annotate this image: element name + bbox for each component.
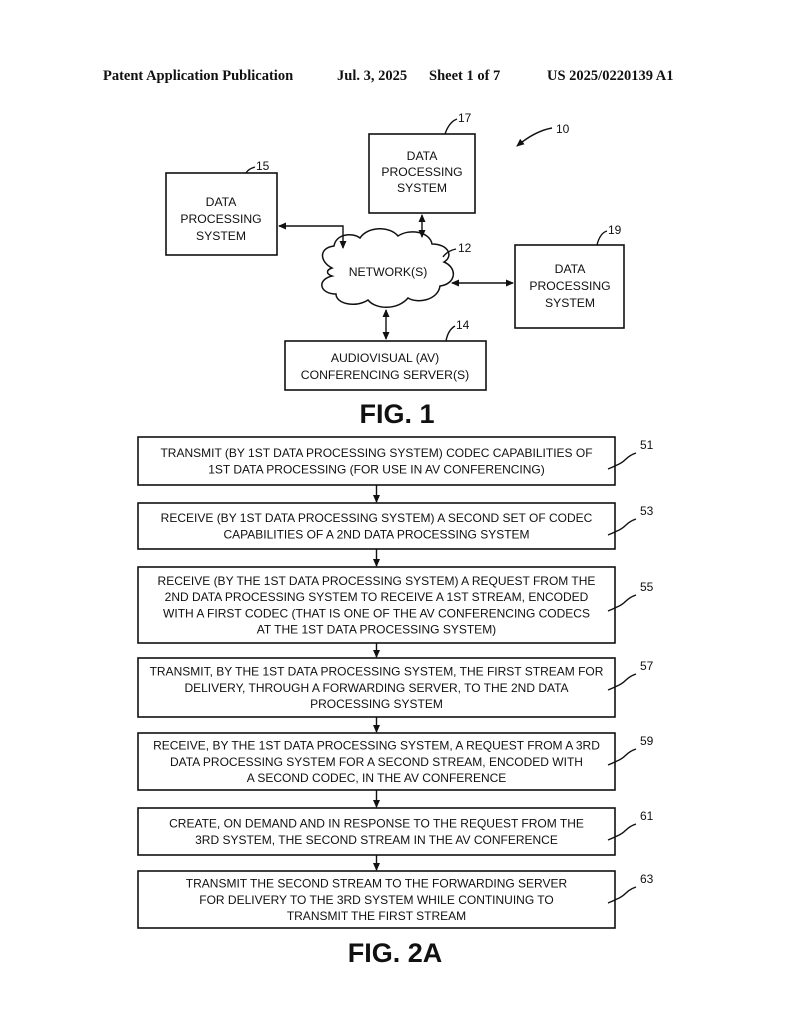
dps-19-line-3: SYSTEM [545,296,595,310]
flow-step-55 [137,566,616,644]
dps-15-line-3: SYSTEM [196,229,246,243]
fig2a-caption: FIG. 2A [348,938,443,968]
ref-17-leader [444,118,458,135]
flow-ref-57: 57 [640,659,654,673]
flow-step-51 [137,436,616,486]
ref-14: 14 [456,318,470,332]
flow-ref-57-leader [607,673,637,691]
ref-15-leader [245,166,256,174]
server-line-1: AUDIOVISUAL (AV) [331,351,439,365]
network-cloud [321,228,454,308]
flow-step-61 [137,807,616,856]
flow-step-57-line: DELIVERY, THROUGH A FORWARDING SERVER, T… [184,681,568,695]
dps-17-line-3: SYSTEM [397,181,447,195]
dps-17-line-2: PROCESSING [381,165,462,179]
dps-19-line-1: DATA [555,262,587,276]
flow-ref-53: 53 [640,504,654,518]
link-dps15-network [278,222,347,249]
flow-ref-55: 55 [640,580,654,594]
flow-ref-63-leader [607,886,637,904]
ref-12-leader [442,248,457,258]
flow-ref-53-leader [607,518,637,536]
flow-step-55-line: 2ND DATA PROCESSING SYSTEM TO RECEIVE A … [165,590,589,604]
ref-14-leader [445,325,456,342]
server-line-2: CONFERENCING SERVER(S) [301,368,469,382]
flow-step-55-line: AT THE 1ST DATA PROCESSING SYSTEM) [257,623,496,637]
ref-17: 17 [458,111,472,125]
flow-ref-51-leader [607,452,637,470]
flow-step-61-line: CREATE, ON DEMAND AND IN RESPONSE TO THE… [169,817,584,831]
sheet-number: Sheet 1 of 7 [429,68,501,84]
flow-ref-61-leader [607,823,637,841]
flow-step-59-line: A SECOND CODEC, IN THE AV CONFERENCE [247,771,507,785]
publication-date: Jul. 3, 2025 [337,68,408,84]
dps-15-line-2: PROCESSING [180,212,261,226]
dps-19-line-2: PROCESSING [529,279,610,293]
flow-step-53-line: CAPABILITIES OF A 2ND DATA PROCESSING SY… [223,527,529,541]
fig1-diagram: 10 DATA PROCESSING SYSTEM 17 DATA PROCES… [165,111,625,429]
data-processing-system-15 [165,172,278,256]
flow-step-63-line: FOR DELIVERY TO THE 3RD SYSTEM WHILE CON… [199,893,554,907]
flow-step-63-line: TRANSMIT THE FIRST STREAM [287,909,466,923]
flow-ref-59-leader [607,748,637,766]
network-label: NETWORK(S) [349,265,428,279]
flow-step-51-line: 1ST DATA PROCESSING (FOR USE IN AV CONFE… [208,462,545,476]
flow-ref-61: 61 [640,809,654,823]
publication-number: US 2025/0220139 A1 [547,68,674,84]
ref-10: 10 [556,122,570,136]
av-conferencing-server [284,340,487,391]
flow-step-57-line: TRANSMIT, BY THE 1ST DATA PROCESSING SYS… [150,665,604,679]
flow-step-63-line: TRANSMIT THE SECOND STREAM TO THE FORWAR… [186,877,568,891]
ref-10-arrow [516,127,553,147]
fig2a-flowchart: TRANSMIT (BY 1ST DATA PROCESSING SYSTEM)… [137,436,654,929]
ref-12: 12 [458,241,472,255]
dps-17-line-1: DATA [407,149,439,163]
page-header: Patent Application Publication Jul. 3, 2… [103,68,703,88]
flow-step-55-line: RECEIVE (BY THE 1ST DATA PROCESSING SYST… [158,574,596,588]
flow-step-59-line: RECEIVE, BY THE 1ST DATA PROCESSING SYST… [153,739,600,753]
ref-19: 19 [608,223,622,237]
flow-step-51-line: TRANSMIT (BY 1ST DATA PROCESSING SYSTEM)… [160,446,592,460]
flow-ref-59: 59 [640,734,654,748]
flow-ref-51: 51 [640,438,654,452]
data-processing-system-17 [368,133,476,214]
data-processing-system-19 [514,244,625,329]
flow-step-59 [137,732,616,791]
fig1-caption: FIG. 1 [359,399,434,429]
flow-step-63 [137,870,616,929]
flow-ref-55-leader [607,594,637,612]
flow-step-53-line: RECEIVE (BY 1ST DATA PROCESSING SYSTEM) … [161,511,593,525]
ref-19-leader [596,230,608,246]
flow-step-55-line: WITH A FIRST CODEC (THAT IS ONE OF THE A… [163,606,590,620]
flow-ref-63: 63 [640,872,654,886]
flow-step-61-line: 3RD SYSTEM, THE SECOND STREAM IN THE AV … [195,833,558,847]
flow-step-57-line: PROCESSING SYSTEM [310,697,443,711]
flow-step-53 [137,502,616,550]
publication-label: Patent Application Publication [103,68,294,84]
flow-step-59-line: DATA PROCESSING SYSTEM FOR A SECOND STRE… [170,755,583,769]
ref-15: 15 [256,159,270,173]
dps-15-line-1: DATA [206,195,238,209]
